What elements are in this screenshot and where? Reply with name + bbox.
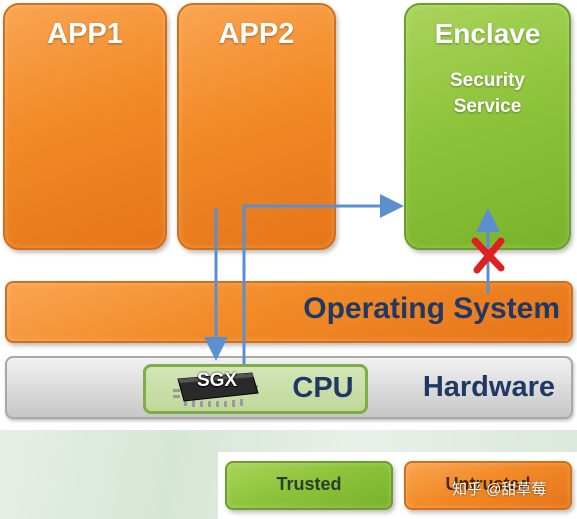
os-label: Operating System (303, 292, 560, 325)
cpu-label: CPU (292, 372, 354, 404)
legend-untrusted-swatch (404, 461, 572, 510)
sgx-label: SGX (196, 370, 238, 391)
legend-trusted-label: Trusted (276, 474, 342, 494)
watermark: 知乎 @甜草莓 (452, 481, 547, 498)
chip-icon (173, 372, 259, 407)
app2-label: APP2 (218, 18, 295, 50)
legend-untrusted-label: Untrusted (445, 474, 531, 494)
app1-box (3, 3, 167, 250)
enclave-subtitle: Security Service (450, 70, 525, 117)
legend-trusted-swatch (225, 461, 393, 510)
enclave-label: Enclave (434, 18, 541, 49)
hardware-label: Hardware (422, 371, 555, 403)
app1-label: APP1 (47, 18, 123, 50)
